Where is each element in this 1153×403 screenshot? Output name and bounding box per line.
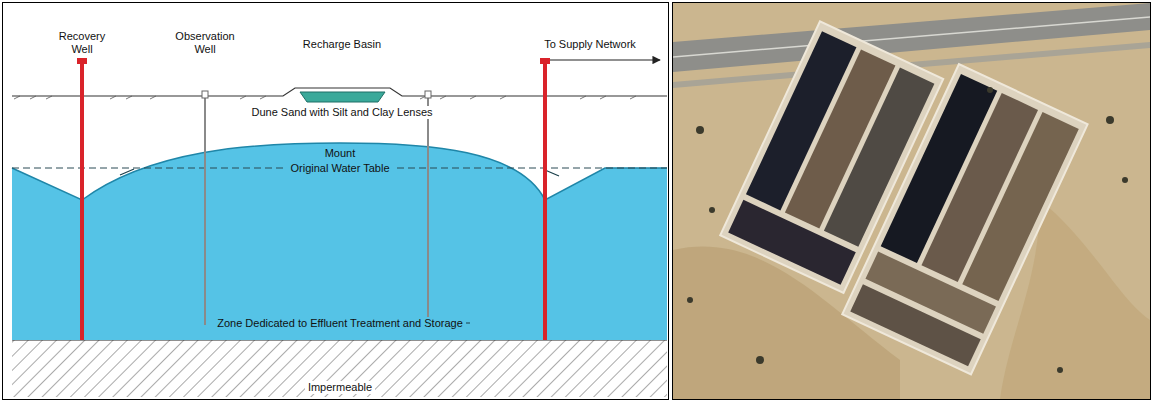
recovery-well <box>80 62 84 340</box>
water-table-label: Original Water Table <box>287 162 392 175</box>
photo-highway <box>673 3 1150 72</box>
photo-basin <box>728 200 856 285</box>
photo-basin <box>962 112 1079 301</box>
recharge-basin <box>300 92 385 102</box>
mound-label: Mount <box>322 147 359 160</box>
observation-well <box>204 98 206 325</box>
soil-label: Dune Sand with Silt and Clay Lenses <box>249 106 436 119</box>
photo-frame <box>673 3 1151 400</box>
observation-well-cap <box>425 91 431 98</box>
photo-trees <box>687 87 1128 373</box>
recovery-well <box>543 62 547 340</box>
recovery-well-cap <box>77 58 87 64</box>
recovery-well-cap <box>540 58 550 64</box>
water-surface <box>12 143 667 200</box>
aquifer-water <box>12 143 667 340</box>
observation-well-cap <box>202 91 208 98</box>
supply-arrow <box>550 59 660 60</box>
photo-basin <box>850 284 980 366</box>
panel-frame <box>3 3 669 400</box>
infiltration-arrows <box>318 104 367 105</box>
well-label: Observation Well <box>173 30 237 56</box>
observation-well <box>427 98 429 325</box>
flow-arrows <box>120 169 559 323</box>
basin-label: Recharge Basin <box>303 38 381 51</box>
well-label: Recovery Well <box>50 30 114 56</box>
photo-berm <box>842 64 1087 374</box>
photo-ground <box>673 3 1150 399</box>
impermeable-layer <box>12 340 667 397</box>
supply-label: To Supply Network <box>544 38 636 51</box>
zone-label: Zone Dedicated to Effluent Treatment and… <box>214 317 466 330</box>
layer-label: Impermeable <box>305 381 375 394</box>
